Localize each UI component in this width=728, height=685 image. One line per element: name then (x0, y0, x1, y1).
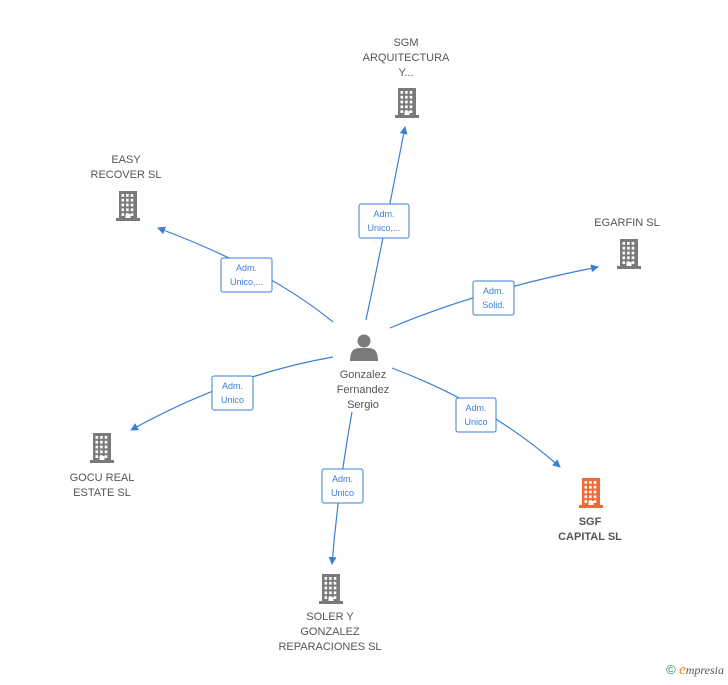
relation-label-egarfin[interactable]: Adm. Solid. (472, 280, 515, 316)
company-easy-building-icon[interactable] (116, 191, 140, 221)
relation-label-soler[interactable]: Adm. Unico (321, 468, 364, 504)
company-gocu-building-icon[interactable] (90, 433, 114, 463)
person-name[interactable]: Sergio (347, 399, 379, 411)
company-sgm-name[interactable]: ARQUITECTURA (363, 52, 450, 64)
brand-e: e (679, 662, 686, 678)
copyright-symbol: © (666, 662, 676, 677)
brand-name: mpresia (685, 663, 724, 677)
company-sgm-name[interactable]: SGM (393, 37, 418, 49)
company-easy-name[interactable]: EASY (111, 154, 141, 166)
relation-text: Adm. (483, 286, 504, 296)
company-egarfin-name[interactable]: EGARFIN SL (594, 217, 659, 229)
relation-text: Adm. (222, 381, 243, 391)
company-easy-name[interactable]: RECOVER SL (91, 169, 162, 181)
relation-label-sgm[interactable]: Adm. Unico,... (358, 203, 410, 239)
company-sgm-name[interactable]: Y... (398, 67, 413, 79)
company-sgf-building-icon[interactable] (579, 478, 603, 508)
relation-text: Adm. (465, 403, 486, 413)
relation-label-easy[interactable]: Adm. Unico,... (220, 257, 273, 293)
person-name[interactable]: Gonzalez (340, 369, 386, 381)
relation-text: Adm. (236, 263, 257, 273)
relation-text: Adm. (332, 474, 353, 484)
company-soler-building-icon[interactable] (319, 574, 343, 604)
company-sgm-building-icon[interactable] (395, 88, 419, 118)
relation-text: Adm. (373, 209, 394, 219)
relation-text: Unico (464, 417, 487, 427)
relation-label-sgf[interactable]: Adm. Unico (455, 397, 497, 433)
company-gocu-name[interactable]: ESTATE SL (73, 487, 131, 499)
relation-text: Unico (331, 488, 354, 498)
company-sgf-name[interactable]: SGF (579, 516, 602, 528)
company-soler-name[interactable]: REPARACIONES SL (278, 641, 381, 653)
relation-text: Unico (221, 395, 244, 405)
person-icon[interactable] (350, 334, 378, 362)
relation-text: Solid. (482, 300, 505, 310)
company-soler-name[interactable]: GONZALEZ (300, 626, 360, 638)
person-name[interactable]: Fernandez (337, 384, 390, 396)
company-sgf-name[interactable]: CAPITAL SL (558, 531, 622, 543)
company-egarfin-building-icon[interactable] (617, 239, 641, 269)
relation-text: Unico,... (367, 223, 400, 233)
relation-text: Unico,... (230, 277, 263, 287)
company-soler-name[interactable]: SOLER Y (306, 611, 354, 623)
empresia-logo: © empresia (666, 662, 724, 679)
company-gocu-name[interactable]: GOCU REAL (70, 472, 135, 484)
relation-label-gocu[interactable]: Adm. Unico (211, 375, 254, 411)
